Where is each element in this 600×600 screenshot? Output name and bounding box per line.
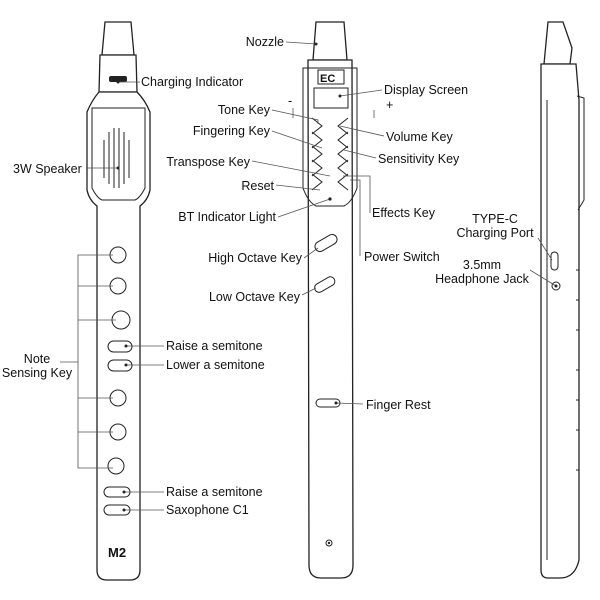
side-ticks <box>576 269 579 471</box>
center-logo: EC <box>320 73 336 85</box>
right-grip-panel <box>576 95 585 211</box>
speaker-grille <box>103 128 130 188</box>
saxophone-c1-label: Saxophone C1 <box>166 503 249 517</box>
control-panel <box>302 67 358 207</box>
speaker-label: 3W Speaker <box>13 162 82 176</box>
sensitivity-key-label: Sensitivity Key <box>378 152 460 166</box>
center-mouthpiece <box>312 21 348 61</box>
speaker-panel <box>91 107 146 201</box>
display-screen-label: Display Screen <box>384 83 469 97</box>
low-octave-key-label: Low Octave Key <box>208 290 300 304</box>
charging-indicator-label: Charging Indicator <box>141 75 244 89</box>
semitone-keys <box>103 340 133 516</box>
left-main-body <box>86 91 151 581</box>
center-main-body <box>307 59 354 579</box>
transpose-key-label: Transpose Key <box>166 155 250 169</box>
effects-key-label: Effects Key <box>372 206 435 220</box>
chevron-keys <box>311 117 349 191</box>
right-mouthpiece <box>543 21 573 65</box>
high-octave-key <box>314 234 338 252</box>
bottom-hole <box>325 539 333 547</box>
left-view <box>86 21 151 581</box>
lower-semitone-label: Lower a semitone <box>166 358 265 372</box>
left-mouthpiece <box>101 21 135 56</box>
right-main-body <box>540 63 580 579</box>
bt-indicator-light-label: BT Indicator Light <box>178 210 276 224</box>
center-logo-block <box>317 69 345 85</box>
headphone-jack-shape <box>551 281 561 291</box>
reset-label: Reset <box>241 179 274 193</box>
raise-semitone-upper-label: Raise a semitone <box>166 339 263 353</box>
type-c-port-shape <box>550 251 559 271</box>
right-view <box>540 21 585 579</box>
type-c-port-label: TYPE-C Charging Port <box>456 212 534 240</box>
power-switch-label: Power Switch <box>364 250 440 264</box>
model-label: M2 <box>108 545 127 560</box>
note-sensing-key-label: Note Sensing Key <box>1 352 73 380</box>
center-view <box>302 21 358 579</box>
high-octave-key-label: High Octave Key <box>208 251 302 265</box>
left-logo-badge <box>109 76 127 82</box>
fingering-key-label: Fingering Key <box>192 124 270 138</box>
raise-semitone-lower-label: Raise a semitone <box>166 485 263 499</box>
volume-key-label: Volume Key <box>386 130 453 144</box>
low-octave-key <box>314 276 336 293</box>
display-screen-rect <box>313 87 349 109</box>
volume-plus-label: + <box>386 98 394 112</box>
leader-lines <box>60 41 558 512</box>
nozzle-label: Nozzle <box>245 35 284 49</box>
tone-key-label: Tone Key <box>217 103 270 117</box>
finger-rest-label: Finger Rest <box>366 398 431 412</box>
volume-minus-label: - <box>288 94 293 108</box>
left-collar <box>98 54 138 93</box>
headphone-jack-label: 3.5mm Headphone Jack <box>435 258 529 286</box>
